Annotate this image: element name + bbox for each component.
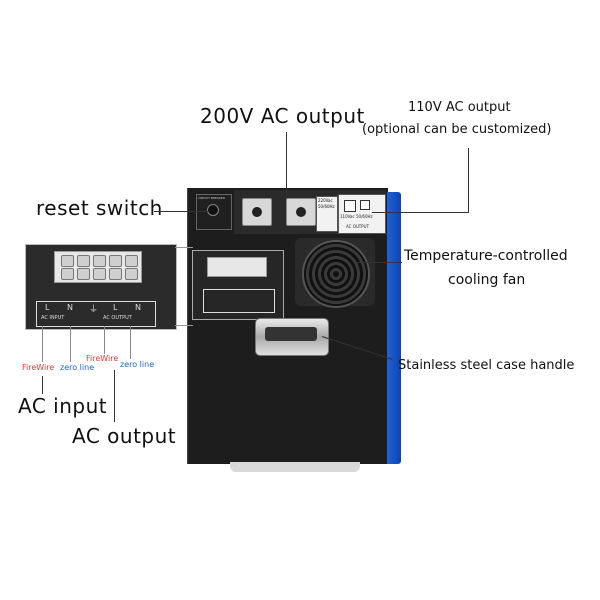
terminal-screw (93, 268, 106, 280)
leader-zeroline-1 (70, 326, 71, 362)
leader-zeroline-2 (130, 326, 131, 359)
leader-200v (286, 132, 287, 198)
leader-fan (356, 262, 402, 263)
socket-spec-label: 220Vac 50/60Hz (316, 196, 338, 232)
leader-firewire-1 (42, 326, 43, 362)
ac-110v-switch (360, 200, 370, 210)
cooling-fan-icon (302, 240, 370, 308)
ac-output-110-text: AC OUTPUT (346, 224, 370, 229)
label-110v-line1: 110V AC output (408, 100, 511, 115)
reset-note: CIRCUIT BREAKER (198, 196, 225, 200)
label-200v-ac-output: 200V AC output (200, 104, 365, 128)
label-temp-line2: cooling fan (448, 272, 526, 288)
label-firewire-2: FireWire (86, 354, 119, 363)
ac-socket-200v-1 (242, 198, 272, 226)
terminal-screw (77, 255, 90, 267)
ac-110v-socket (344, 200, 356, 212)
terminal-letter-l2: L (113, 303, 118, 312)
zoom-line-top (175, 247, 193, 248)
leader-reset (154, 211, 208, 212)
terminal-block-inset (192, 250, 284, 320)
cabinet-base (230, 462, 360, 472)
terminal-letter-n1: N (67, 303, 73, 312)
reset-switch-button[interactable] (207, 204, 219, 216)
terminal-screw (93, 255, 106, 267)
label-ac-input: AC input (18, 394, 108, 418)
terminal-zoom-view: L N ⏚ L N AC INPUT AC OUTPUT (25, 244, 177, 330)
terminal-label-box: L N ⏚ L N AC INPUT AC OUTPUT (36, 301, 156, 327)
label-ac-output: AC output (72, 424, 177, 448)
label-reset-switch: reset switch (36, 196, 163, 220)
leader-ac-input (42, 376, 43, 394)
label-firewire-1: FireWire (22, 363, 55, 372)
terminal-label-box-small (203, 289, 275, 313)
leader-110v-vertical (468, 148, 469, 212)
spec-110-text: 110Vac 50/60Hz (340, 214, 373, 219)
terminal-screw (61, 255, 74, 267)
terminal-strip-small (207, 257, 267, 277)
terminal-screw (77, 268, 90, 280)
label-110v-line2: (optional can be customized) (362, 122, 552, 137)
leader-ac-output (114, 370, 115, 422)
terminal-screw (125, 255, 138, 267)
terminal-screw (61, 268, 74, 280)
label-zeroline-2: zero line (120, 360, 155, 369)
terminal-screw (109, 268, 122, 280)
terminal-ac-output-label: AC OUTPUT (103, 315, 132, 321)
terminal-letter-l1: L (45, 303, 50, 312)
ac-socket-200v-2 (286, 198, 316, 226)
cabinet-blue-side-panel (387, 192, 401, 464)
terminal-ac-input-label: AC INPUT (41, 315, 65, 321)
ground-icon: ⏚ (89, 305, 99, 315)
leader-110v-horizontal (372, 212, 469, 213)
label-case-handle: Stainless steel case handle (398, 358, 575, 373)
case-handle-grip (265, 327, 317, 341)
terminal-screw (109, 255, 122, 267)
terminal-strip (54, 251, 142, 283)
zoom-line-bottom (175, 325, 193, 326)
label-temp-line1: Temperature-controlled (404, 248, 568, 264)
terminal-screw (125, 268, 138, 280)
terminal-letter-n2: N (135, 303, 141, 312)
label-zeroline-1: zero line (60, 363, 95, 372)
leader-firewire-2 (104, 326, 105, 354)
